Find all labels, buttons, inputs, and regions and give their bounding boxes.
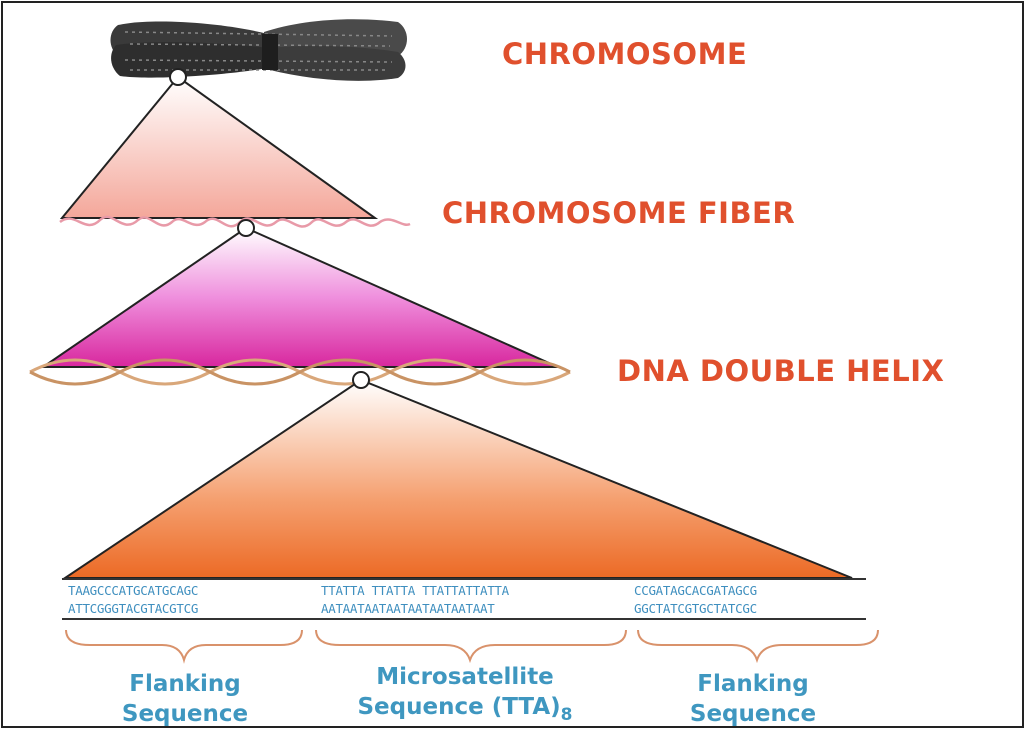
caption-right-flanking: Flanking Sequence: [668, 669, 838, 729]
fiber-triangle: [43, 228, 558, 367]
caption-left-flanking: Flanking Sequence: [100, 669, 270, 729]
zoom-circle: [238, 220, 254, 236]
caption-mid-line1: Microsatellite: [325, 662, 605, 692]
caption-mid-line2-text: Sequence (TTA): [357, 694, 560, 720]
sequence-right-bottom: GGCTATCGTGCTATCGC: [634, 601, 757, 616]
caption-right-line1: Flanking: [668, 669, 838, 699]
chromosome-icon: [111, 19, 408, 81]
sequence-left-top: TAAGCCCATGCATGCAGC: [68, 583, 198, 598]
chromosome-triangle: [62, 77, 375, 218]
zoom-circle: [353, 372, 369, 388]
sequence-left-bottom: ATTCGGGTACGTACGTCG: [68, 601, 198, 616]
sequence-right-top: CCGATAGCACGATAGCG: [634, 583, 757, 598]
zoom-circle: [170, 69, 186, 85]
label-chromosome: CHROMOSOME: [502, 37, 747, 71]
middle-brace: [316, 630, 626, 660]
label-chromosome-fiber: CHROMOSOME FIBER: [442, 196, 795, 230]
right-brace: [638, 630, 878, 660]
caption-microsatellite: Microsatellite Sequence (TTA)8: [325, 662, 605, 730]
caption-right-line2: Sequence: [668, 699, 838, 729]
helix-triangle: [65, 380, 852, 578]
sequence-mid-bottom: AATAATAATAATAATAATAATAAT: [321, 601, 494, 616]
caption-mid-subscript: 8: [561, 705, 573, 725]
left-brace: [66, 630, 302, 660]
caption-left-line1: Flanking: [100, 669, 270, 699]
caption-left-line2: Sequence: [100, 699, 270, 729]
caption-mid-line2: Sequence (TTA)8: [325, 692, 605, 730]
label-dna-double-helix: DNA DOUBLE HELIX: [617, 354, 944, 388]
sequence-mid-top: TTATTA TTATTA TTATTATTATTA: [321, 583, 509, 598]
